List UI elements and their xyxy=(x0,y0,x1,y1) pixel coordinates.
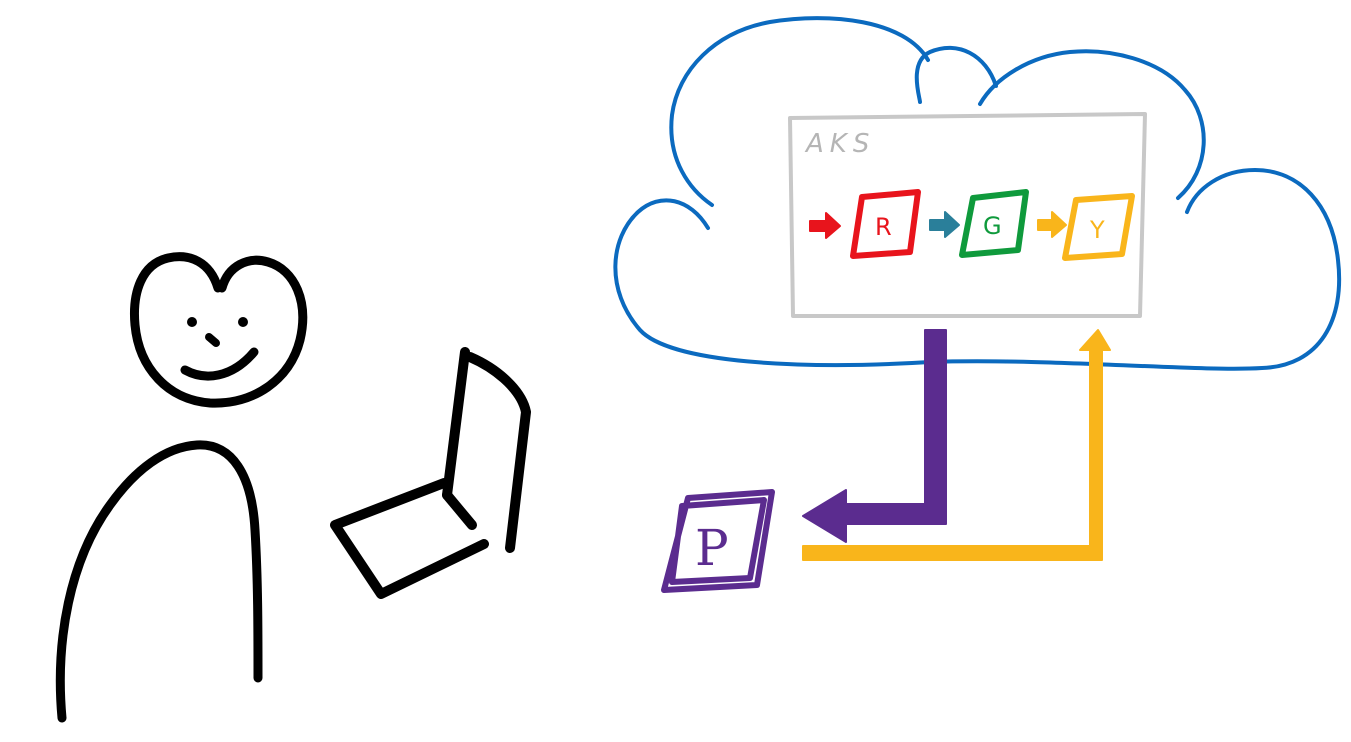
export-arrow xyxy=(802,329,947,543)
stage-r: R xyxy=(850,189,921,259)
stage-r-label: R xyxy=(875,213,892,241)
laptop-base xyxy=(330,478,489,599)
laptop-hinge xyxy=(442,490,477,530)
aks-cluster-label: AKS xyxy=(804,129,875,159)
stage-y-box xyxy=(1062,193,1135,261)
person-left-eye xyxy=(187,317,197,327)
arrow-g-to-y xyxy=(1037,211,1067,238)
person-icon xyxy=(55,252,308,723)
aks-cluster-border xyxy=(788,112,1147,318)
laptop-icon xyxy=(330,347,531,599)
person-body xyxy=(55,440,263,723)
aks-cluster: AKS xyxy=(788,112,1147,318)
artifact-p-label: P xyxy=(695,519,729,577)
stage-g-label: G xyxy=(983,212,1002,240)
stage-y-label: Y xyxy=(1089,216,1105,244)
stage-y: Y xyxy=(1062,193,1135,261)
stage-g: G xyxy=(959,189,1029,258)
artifact-p: P xyxy=(661,489,775,593)
return-arrow xyxy=(802,329,1111,561)
arrow-r-to-g xyxy=(929,211,960,238)
laptop-screen xyxy=(442,347,531,553)
artifact-p-box xyxy=(661,489,775,593)
arrow-in xyxy=(809,212,841,239)
cloud-icon xyxy=(613,16,1342,371)
person-head xyxy=(129,252,308,408)
stage-g-box xyxy=(959,189,1029,258)
person-smile xyxy=(180,347,259,381)
person-nose xyxy=(205,333,220,347)
stage-r-box xyxy=(850,189,921,259)
person-right-eye xyxy=(238,317,248,327)
